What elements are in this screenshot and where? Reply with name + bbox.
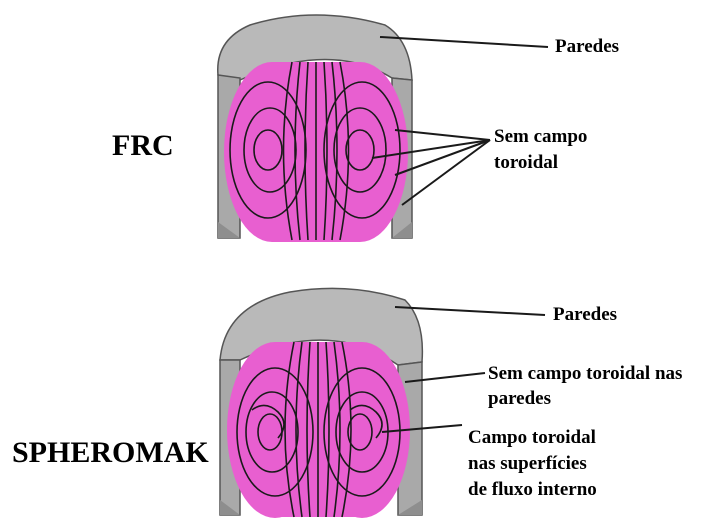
- frc-no-field-label-line1: Sem campo: [494, 126, 587, 147]
- spheromak-figure: SPHEROMAK Paredes Sem campo toroidal nas…: [12, 288, 682, 518]
- spheromak-label: SPHEROMAK: [12, 436, 209, 469]
- spheromak-walls-label: Paredes: [553, 304, 617, 325]
- frc-walls-pointer: [380, 37, 548, 47]
- spheromak-toroidal-label-line3: de fluxo interno: [468, 479, 597, 500]
- frc-label: FRC: [112, 129, 174, 162]
- spheromak-walls-pointer: [395, 307, 545, 315]
- spheromak-toroidal-label-line2: nas superfícies: [468, 453, 587, 474]
- spheromak-no-field-label-line2: paredes: [488, 388, 551, 409]
- frc-walls-label: Paredes: [555, 36, 619, 57]
- spheromak-toroidal-label-line1: Campo toroidal: [468, 427, 596, 448]
- frc-figure: FRC Paredes Sem campo toroidal: [112, 15, 619, 242]
- spheromak-no-field-label-line1: Sem campo toroidal nas: [488, 363, 682, 384]
- frc-no-field-label-line2: toroidal: [494, 152, 558, 173]
